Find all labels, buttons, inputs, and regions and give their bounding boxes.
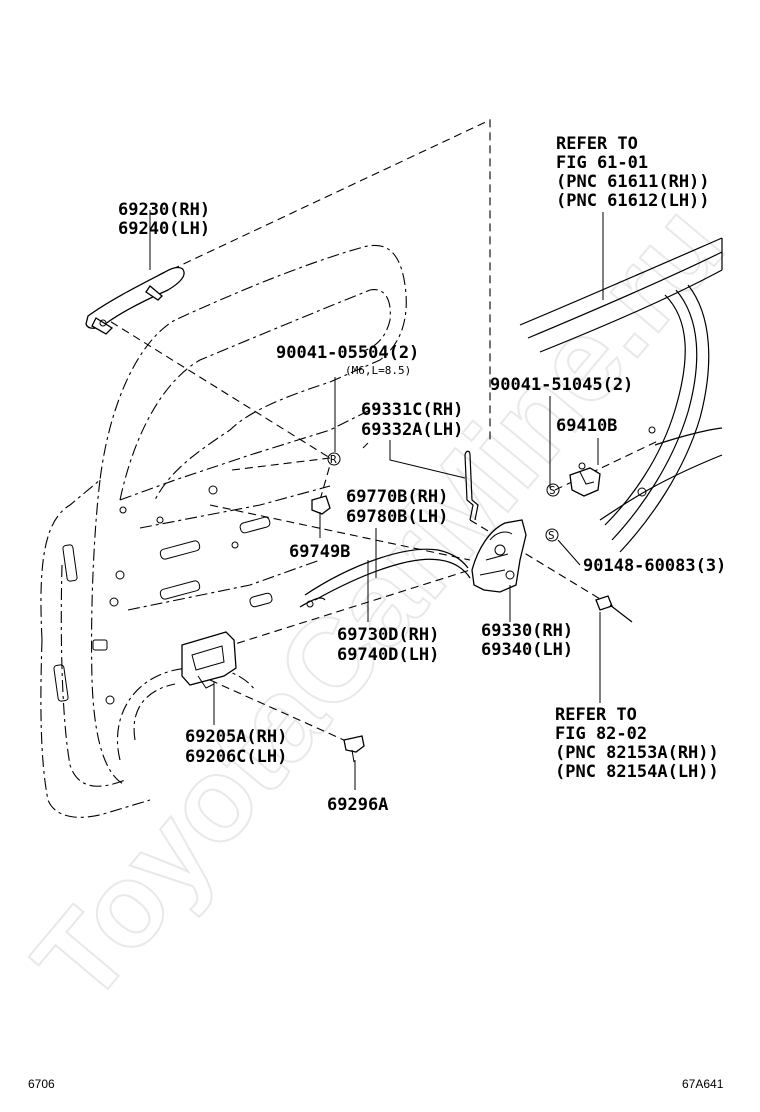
svg-text:(PNC 61611(RH)): (PNC 61611(RH)) — [556, 172, 710, 192]
bolt-symbol-s2 — [545, 528, 559, 542]
vehicle-body — [519, 237, 723, 553]
cables — [299, 548, 471, 608]
svg-text:69770B(RH): 69770B(RH) — [346, 487, 448, 507]
refer-fig61-label: REFER TO FIG 61-01 (PNC 61611(RH)) (PNC … — [556, 134, 710, 211]
lock-rod-part — [464, 450, 479, 521]
door-lock-assembly — [471, 519, 527, 593]
screw-69296a-label: 69296A — [327, 795, 388, 815]
svg-text:69205A(RH): 69205A(RH) — [185, 727, 287, 747]
inside-handle-part — [181, 631, 237, 689]
svg-text:REFER TO: REFER TO — [556, 134, 638, 154]
bolt-symbol-r — [327, 452, 341, 466]
svg-text:69240(LH): 69240(LH) — [118, 219, 210, 239]
outside-handle-part — [85, 266, 185, 335]
footer-left-code: 6706 — [28, 1077, 55, 1091]
svg-text:69332A(LH): 69332A(LH) — [361, 420, 463, 440]
svg-text:69206C(LH): 69206C(LH) — [185, 747, 287, 767]
leader-lines — [149, 210, 604, 790]
svg-text:FIG 61-01: FIG 61-01 — [556, 153, 648, 173]
bolt-90041-05504-label: 90041-05504(2) (M6,L=8.5) — [276, 343, 419, 377]
svg-text:69730D(RH): 69730D(RH) — [337, 625, 439, 645]
svg-text:(PNC 82153A(RH)): (PNC 82153A(RH)) — [555, 743, 719, 763]
outside-handle-label: 69230(RH) 69240(LH) — [118, 200, 210, 239]
lock-label: 69330(RH) 69340(LH) — [481, 621, 573, 660]
door-panel — [40, 244, 407, 818]
bolt-90041-51045-label: 90041-51045(2) — [490, 375, 633, 395]
inside-handle-label: 69205A(RH) 69206C(LH) — [185, 727, 287, 767]
svg-text:69330(RH): 69330(RH) — [481, 621, 573, 641]
clip-label: 69749B — [289, 542, 350, 562]
striker-part — [569, 462, 601, 497]
svg-text:(PNC 61612(LH)): (PNC 61612(LH)) — [556, 191, 710, 211]
svg-text:(M6,L=8.5): (M6,L=8.5) — [345, 364, 411, 377]
cable-upper-label: 69770B(RH) 69780B(LH) — [346, 487, 448, 527]
svg-text:69331C(RH): 69331C(RH) — [361, 400, 463, 420]
cable-lower-label: 69730D(RH) 69740D(LH) — [337, 625, 439, 665]
svg-text:S: S — [548, 529, 555, 542]
screw-69296a-part — [343, 735, 365, 763]
refer-fig82-label: REFER TO FIG 82-02 (PNC 82153A(RH)) (PNC… — [555, 705, 719, 782]
svg-text:S: S — [549, 484, 556, 497]
svg-text:90041-05504(2): 90041-05504(2) — [276, 343, 419, 363]
svg-text:R: R — [330, 453, 337, 466]
rod-label: 69331C(RH) 69332A(LH) — [361, 400, 463, 440]
connector-part — [595, 595, 633, 623]
clip-part — [311, 495, 331, 515]
footer-right-code: 67A641 — [682, 1077, 724, 1091]
striker-label: 69410B — [556, 416, 617, 436]
svg-text:(PNC 82154A(LH)): (PNC 82154A(LH)) — [555, 762, 719, 782]
svg-text:69340(LH): 69340(LH) — [481, 640, 573, 660]
svg-text:69740D(LH): 69740D(LH) — [337, 645, 439, 665]
svg-text:69230(RH): 69230(RH) — [118, 200, 210, 220]
bolt-symbols: R S S — [327, 442, 560, 542]
svg-text:REFER TO: REFER TO — [555, 705, 637, 725]
bolt-symbol-s1 — [546, 483, 560, 497]
svg-text:FIG 82-02: FIG 82-02 — [555, 724, 647, 744]
screw-90148-label: 90148-60083(3) — [583, 556, 726, 576]
svg-text:69780B(LH): 69780B(LH) — [346, 507, 448, 527]
